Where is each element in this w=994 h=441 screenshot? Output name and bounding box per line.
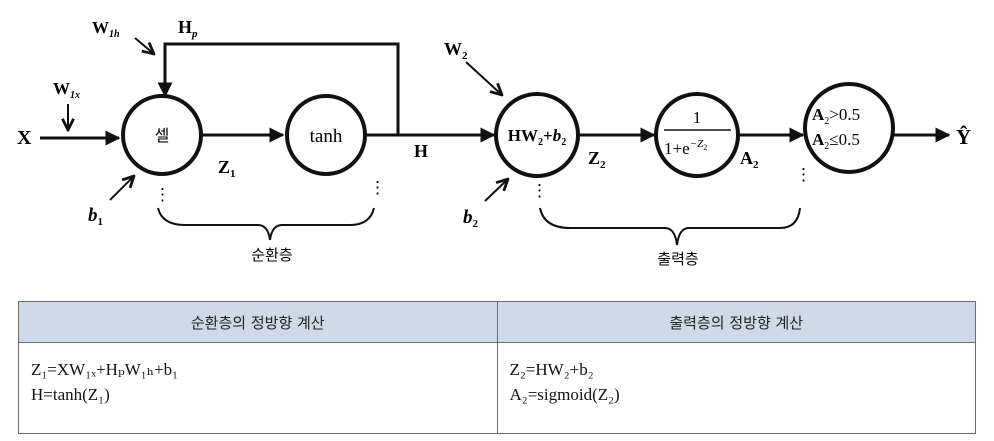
- output-forward-header: 출력층의 정방향 계산: [496, 301, 976, 343]
- sigmoid-node: [654, 92, 740, 178]
- sigmoid-denominator: 1+e−Z2: [664, 138, 707, 158]
- output-layer-label: 출력층: [657, 250, 698, 268]
- threshold-le-label: A2≤0.5: [812, 130, 860, 152]
- table-body-row: Z₁=XW₁ₓ+HₚW₁ₕ+b₁ H=tanh(Z₁) Z₂=HW₂+b₂ A₂…: [18, 342, 976, 434]
- b1-label: b1: [88, 205, 103, 228]
- b2-label: b2: [463, 207, 479, 230]
- z2-label: Z2: [588, 148, 606, 171]
- z1-label: Z1: [218, 157, 236, 180]
- recurrent-formula-h: H=tanh(Z₁): [31, 385, 110, 404]
- output-formula-a2: A₂=sigmoid(Z₂): [509, 385, 620, 404]
- output-formulas-cell: Z₂=HW₂+b₂ A₂=sigmoid(Z₂): [496, 342, 976, 434]
- recurrent-layer-label: 순환층: [251, 246, 292, 264]
- w2-arrow: [465, 61, 502, 95]
- tanh-label: tanh: [310, 126, 343, 147]
- hp-label: Hp: [178, 17, 198, 40]
- cell-dots: ⋮: [154, 185, 171, 204]
- linear-dots: ⋮: [531, 181, 548, 200]
- threshold-gt-label: A2>0.5: [812, 105, 860, 127]
- sigmoid-numerator: 1: [693, 108, 702, 127]
- recurrent-forward-header: 순환층의 정방향 계산: [18, 301, 498, 343]
- recurrent-layer-brace: [157, 207, 375, 241]
- forward-calc-table: 순환층의 정방향 계산 출력층의 정방향 계산 Z₁=XW₁ₓ+HₚW₁ₕ+b₁…: [18, 301, 976, 434]
- cell-label: 셀: [155, 126, 170, 145]
- recurrent-formula-z1: Z₁=XW₁ₓ+HₚW₁ₕ+b₁: [31, 360, 179, 379]
- w1x-label: W1x: [53, 79, 80, 101]
- output-formula-z2: Z₂=HW₂+b₂: [509, 360, 594, 379]
- w2-label: W2: [444, 39, 468, 62]
- output-yhat-label: Ŷ: [956, 125, 971, 149]
- b1-arrow: [109, 176, 134, 201]
- input-x-label: X: [17, 127, 32, 149]
- w1h-label: W1h: [92, 18, 120, 40]
- hw2-label: HW2+b2: [508, 126, 566, 148]
- tanh-dots: ⋮: [369, 178, 386, 197]
- recurrent-loop-line: [157, 42, 400, 135]
- w1h-arrow: [134, 37, 154, 54]
- a2-label: A2: [740, 148, 759, 171]
- h-label: H: [414, 141, 428, 161]
- output-layer-brace: [539, 207, 801, 246]
- sigmoid-dots: ⋮: [795, 165, 812, 184]
- table-header-row: 순환층의 정방향 계산 출력층의 정방향 계산: [18, 301, 976, 343]
- b2-arrow: [484, 179, 508, 202]
- recurrent-formulas-cell: Z₁=XW₁ₓ+HₚW₁ₕ+b₁ H=tanh(Z₁): [18, 342, 498, 434]
- threshold-node: [803, 82, 895, 174]
